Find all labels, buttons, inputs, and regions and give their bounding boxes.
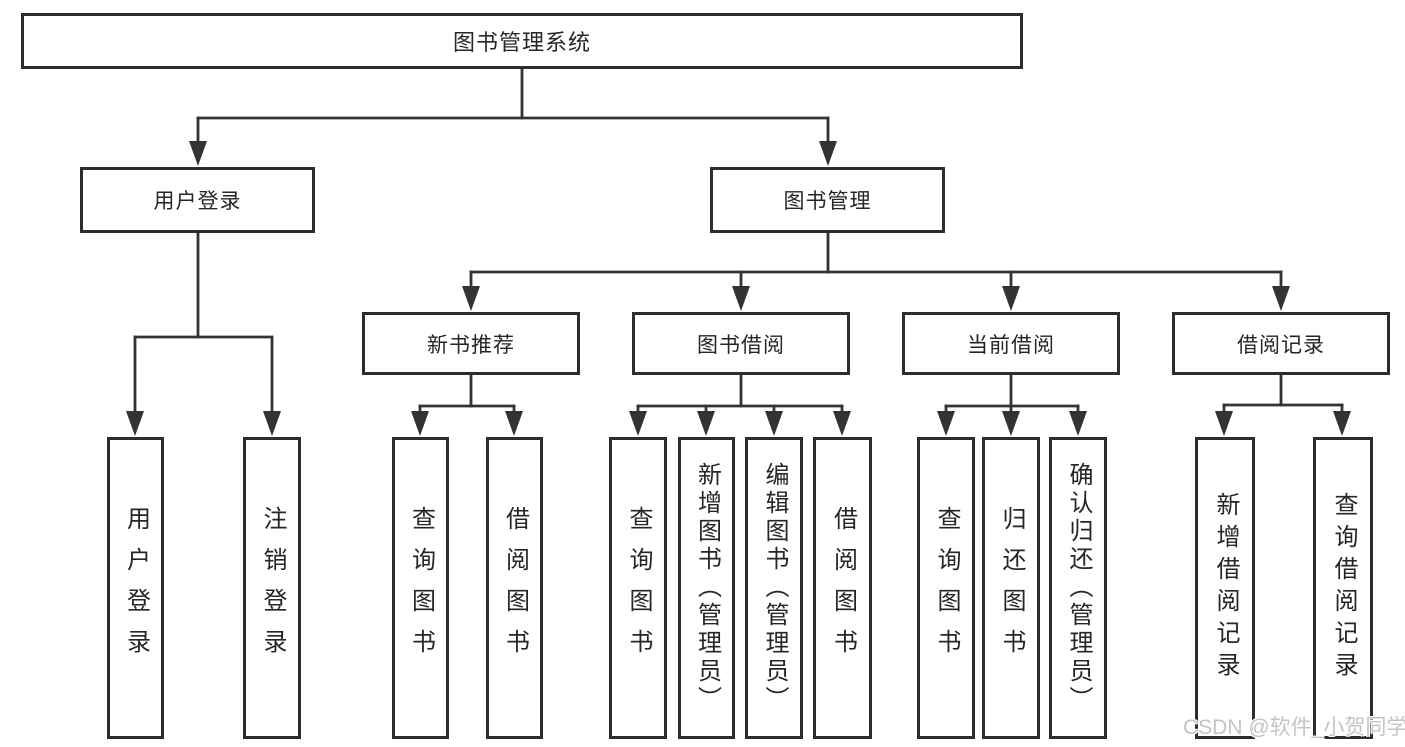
leaf-query-borrow-record-label: 查询借阅记录 xyxy=(1330,492,1357,684)
node-library-management-system-label: 图书管理系统 xyxy=(452,30,591,55)
leaf-user-login-label: 用户登录 xyxy=(122,506,150,670)
node-book-borrow: 图书借阅 xyxy=(632,312,850,375)
leaf-confirm-return-admin: 确认归还（管理员） xyxy=(1049,437,1107,739)
leaf-return-books: 归还图书 xyxy=(982,437,1040,739)
leaf-user-login: 用户登录 xyxy=(107,437,164,739)
leaf-query-books-recommend-label: 查询图书 xyxy=(407,506,435,670)
node-borrow-records: 借阅记录 xyxy=(1172,312,1390,375)
leaf-edit-books-admin: 编辑图书（管理员） xyxy=(745,437,803,739)
leaf-edit-books-admin-label: 编辑图书（管理员） xyxy=(761,462,788,714)
leaf-confirm-return-admin-label: 确认归还（管理员） xyxy=(1065,462,1092,714)
leaf-add-books-admin-label: 新增图书（管理员） xyxy=(693,462,721,714)
leaf-query-books-current: 查询图书 xyxy=(917,437,975,739)
node-current-borrow-label: 当前借阅 xyxy=(967,333,1055,357)
node-book-management-label: 图书管理 xyxy=(783,190,872,213)
node-current-borrow: 当前借阅 xyxy=(902,312,1120,375)
node-book-borrow-label: 图书借阅 xyxy=(697,333,785,357)
leaf-borrow-books-recommend-label: 借阅图书 xyxy=(501,506,529,670)
leaf-borrow-books: 借阅图书 xyxy=(813,437,872,739)
leaf-return-books-label: 归还图书 xyxy=(998,506,1025,670)
leaf-query-borrow-record: 查询借阅记录 xyxy=(1313,437,1373,739)
leaf-add-borrow-record: 新增借阅记录 xyxy=(1195,437,1255,739)
node-book-management: 图书管理 xyxy=(710,167,945,233)
node-new-book-recommend-label: 新书推荐 xyxy=(427,333,515,357)
leaf-query-books-borrow-label: 查询图书 xyxy=(625,506,652,670)
leaf-query-books-current-label: 查询图书 xyxy=(933,506,960,670)
leaf-borrow-books-recommend: 借阅图书 xyxy=(486,437,543,739)
leaf-query-books-borrow: 查询图书 xyxy=(609,437,667,739)
node-borrow-records-label: 借阅记录 xyxy=(1237,333,1325,357)
node-library-management-system: 图书管理系统 xyxy=(21,13,1023,69)
csdn-watermark: CSDN @软件_小贺同学 xyxy=(1183,716,1405,739)
leaf-logout-label: 注销登录 xyxy=(259,506,286,670)
node-user-login: 用户登录 xyxy=(80,167,315,233)
leaf-logout: 注销登录 xyxy=(243,437,301,739)
leaf-add-borrow-record-label: 新增借阅记录 xyxy=(1212,492,1239,684)
leaf-borrow-books-label: 借阅图书 xyxy=(829,506,857,670)
node-user-login-label: 用户登录 xyxy=(153,190,242,213)
node-new-book-recommend: 新书推荐 xyxy=(362,312,580,375)
leaf-add-books-admin: 新增图书（管理员） xyxy=(678,437,735,739)
leaf-query-books-recommend: 查询图书 xyxy=(392,437,449,739)
